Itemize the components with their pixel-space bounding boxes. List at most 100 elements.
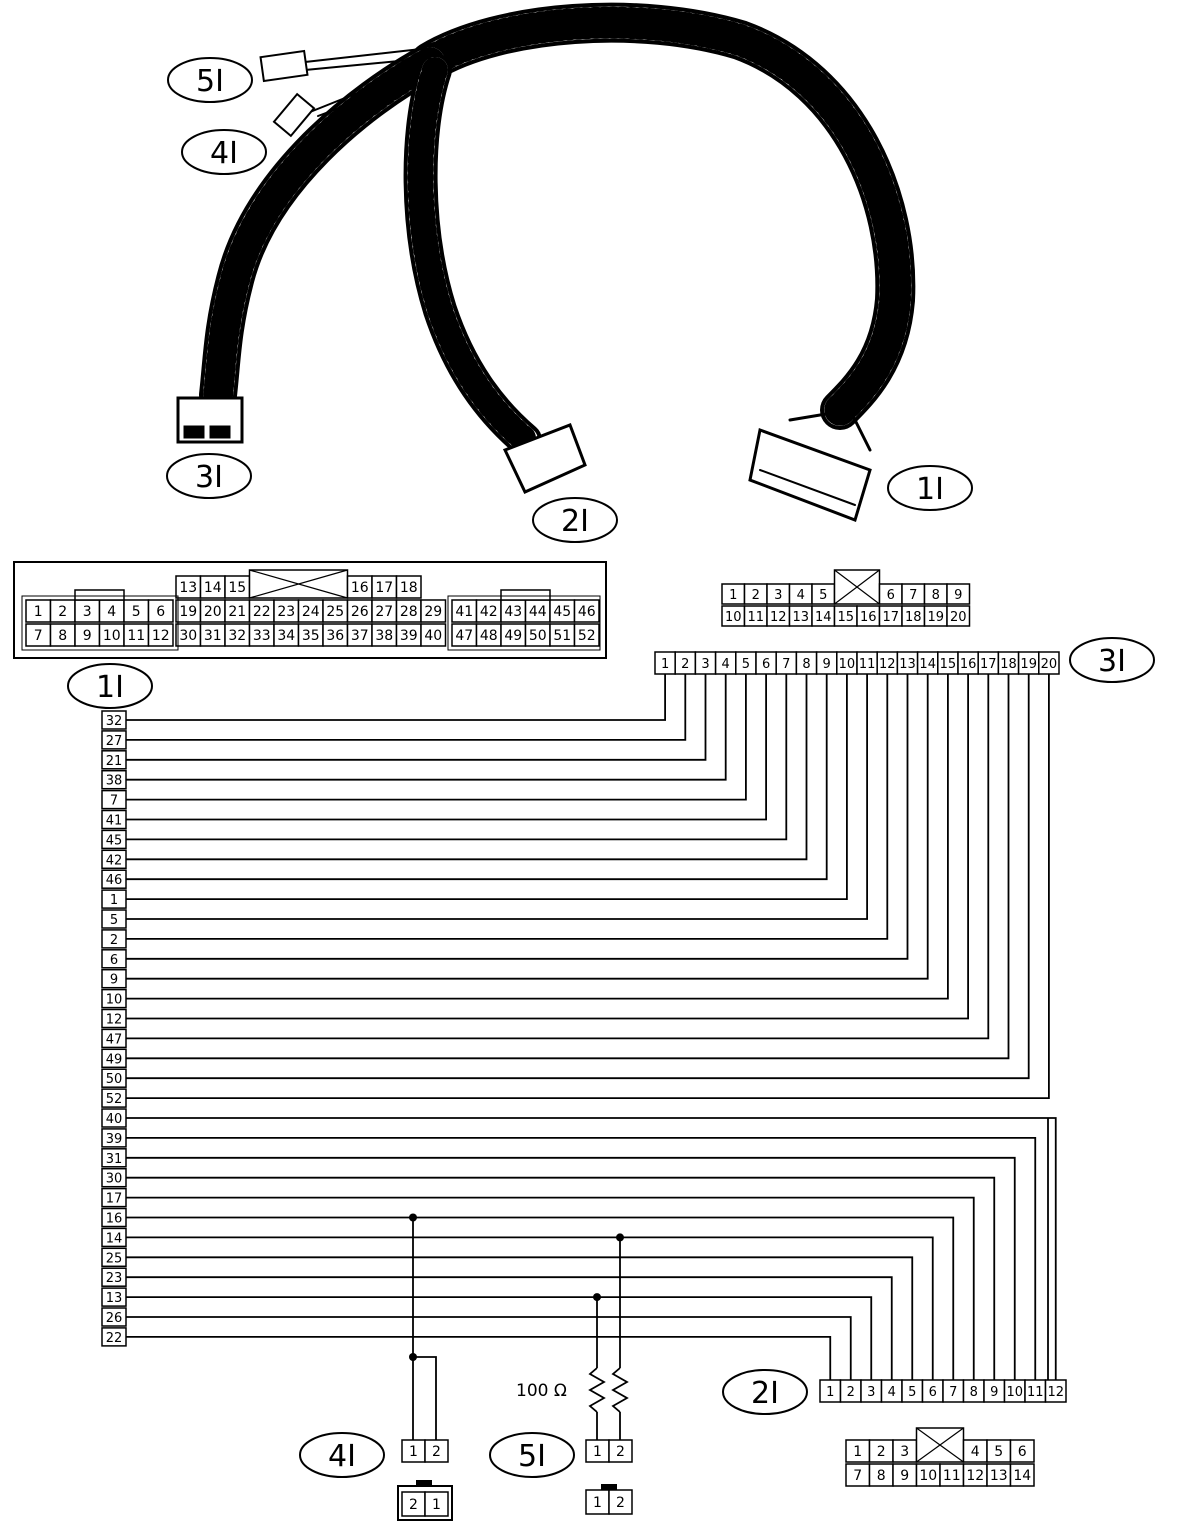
pin-1i-26: 26 bbox=[346, 599, 373, 623]
pin-3i-face-18: 18 bbox=[901, 605, 926, 627]
pin-3i-face-8: 8 bbox=[923, 583, 948, 605]
svg-text:50: 50 bbox=[106, 1072, 123, 1087]
svg-text:8: 8 bbox=[58, 628, 67, 644]
svg-text:3: 3 bbox=[701, 657, 709, 672]
pin-1i-29: 29 bbox=[420, 599, 447, 623]
svg-text:11: 11 bbox=[859, 657, 876, 672]
svg-text:4I: 4I bbox=[328, 1439, 356, 1474]
pin-2i-4: 4 bbox=[880, 1379, 903, 1403]
callout-4i-top: 4I bbox=[181, 129, 267, 175]
svg-text:100 Ω: 100 Ω bbox=[516, 1381, 567, 1401]
pin-2i-face-13: 13 bbox=[986, 1463, 1012, 1487]
wire-2i-8 bbox=[126, 1196, 975, 1380]
ecm-pin-22: 22 bbox=[101, 1327, 127, 1347]
svg-text:12: 12 bbox=[152, 628, 170, 644]
pin-3i-face-6: 6 bbox=[878, 583, 903, 605]
wire-2i-12 bbox=[126, 1117, 1057, 1380]
wire-3i-2 bbox=[126, 674, 687, 741]
svg-text:29: 29 bbox=[424, 604, 442, 620]
svg-text:52: 52 bbox=[578, 628, 596, 644]
ecm-pin-39: 39 bbox=[101, 1128, 127, 1148]
wire-3i-15 bbox=[126, 674, 949, 1000]
resistor-label: 100 Ω bbox=[516, 1381, 567, 1401]
svg-text:22: 22 bbox=[253, 604, 271, 620]
pin-3i-face-1: 1 bbox=[721, 583, 746, 605]
ecm-pin-52: 52 bbox=[101, 1088, 127, 1108]
pin-1i-43: 43 bbox=[500, 599, 527, 623]
pin-1i-9: 9 bbox=[74, 623, 101, 647]
svg-text:10: 10 bbox=[1006, 1385, 1023, 1400]
svg-text:39: 39 bbox=[106, 1132, 123, 1147]
ecm-pin-21: 21 bbox=[101, 750, 127, 770]
pin-1i-51: 51 bbox=[549, 623, 576, 647]
svg-text:1: 1 bbox=[409, 1444, 418, 1460]
ecm-pin-31: 31 bbox=[101, 1148, 127, 1168]
svg-text:4: 4 bbox=[888, 1385, 896, 1400]
pin-4i-2: 2 bbox=[424, 1439, 449, 1463]
wire-3i-17 bbox=[126, 674, 990, 1040]
wires bbox=[126, 674, 1057, 1440]
svg-text:13: 13 bbox=[179, 580, 197, 596]
svg-text:52: 52 bbox=[106, 1092, 123, 1107]
svg-text:17: 17 bbox=[375, 580, 393, 596]
svg-text:27: 27 bbox=[106, 734, 123, 749]
ecm-pin-26: 26 bbox=[101, 1307, 127, 1327]
pin-3i-7: 7 bbox=[775, 651, 798, 675]
ecm-pin-45: 45 bbox=[101, 829, 127, 850]
svg-text:6: 6 bbox=[156, 604, 165, 620]
svg-text:45: 45 bbox=[106, 833, 123, 848]
svg-text:24: 24 bbox=[302, 604, 320, 620]
svg-text:5: 5 bbox=[132, 604, 141, 620]
pin-2i-12: 12 bbox=[1044, 1379, 1067, 1403]
svg-text:15: 15 bbox=[228, 580, 246, 596]
svg-text:5: 5 bbox=[819, 588, 827, 603]
svg-text:7: 7 bbox=[853, 1468, 862, 1484]
svg-text:37: 37 bbox=[351, 628, 369, 644]
ecm-pin-42: 42 bbox=[101, 849, 127, 870]
svg-text:30: 30 bbox=[106, 1172, 123, 1187]
wire-3i-18 bbox=[126, 674, 1010, 1060]
svg-text:51: 51 bbox=[553, 628, 571, 644]
pin-1i-18: 18 bbox=[395, 575, 422, 599]
svg-text:1: 1 bbox=[826, 1385, 834, 1400]
callout-1i-top: 1I bbox=[887, 465, 973, 511]
svg-text:14: 14 bbox=[1013, 1468, 1031, 1484]
svg-text:19: 19 bbox=[179, 604, 197, 620]
svg-text:17: 17 bbox=[106, 1192, 123, 1207]
svg-text:18: 18 bbox=[905, 610, 922, 625]
pin-1i-14: 14 bbox=[199, 575, 226, 599]
ecm-pin-49: 49 bbox=[101, 1048, 127, 1069]
svg-text:9: 9 bbox=[110, 973, 118, 988]
svg-text:16: 16 bbox=[860, 610, 877, 625]
svg-text:34: 34 bbox=[277, 628, 295, 644]
ecm-pin-30: 30 bbox=[101, 1167, 127, 1188]
svg-text:31: 31 bbox=[204, 628, 222, 644]
svg-text:10: 10 bbox=[839, 657, 856, 672]
pin-3i-face-9: 9 bbox=[946, 583, 971, 605]
svg-text:41: 41 bbox=[106, 814, 123, 829]
pin-2i-face-12: 12 bbox=[962, 1463, 988, 1487]
svg-text:2: 2 bbox=[877, 1444, 886, 1460]
pin-3i-15: 15 bbox=[937, 651, 959, 675]
ecm-pin-9: 9 bbox=[101, 968, 127, 989]
pin-1i-39: 39 bbox=[395, 623, 422, 647]
svg-text:10: 10 bbox=[106, 993, 123, 1008]
svg-text:6: 6 bbox=[929, 1385, 937, 1400]
pin-1i-4: 4 bbox=[98, 599, 125, 623]
pin-1i-41: 41 bbox=[451, 599, 478, 623]
svg-text:44: 44 bbox=[529, 604, 547, 620]
wire-3i-12 bbox=[126, 674, 889, 940]
pin-1i-19: 19 bbox=[175, 599, 202, 623]
wire-3i-16 bbox=[126, 674, 969, 1020]
pin-2i-face-10: 10 bbox=[915, 1463, 941, 1487]
pin-3i-face-11: 11 bbox=[743, 605, 768, 627]
harness-illustration bbox=[176, 2, 916, 522]
svg-text:38: 38 bbox=[106, 774, 123, 789]
pin-3i-face-5: 5 bbox=[811, 583, 836, 605]
svg-text:1: 1 bbox=[432, 1497, 441, 1513]
pin-2i-2: 2 bbox=[839, 1379, 862, 1403]
pin-3i-face-2: 2 bbox=[743, 583, 768, 605]
